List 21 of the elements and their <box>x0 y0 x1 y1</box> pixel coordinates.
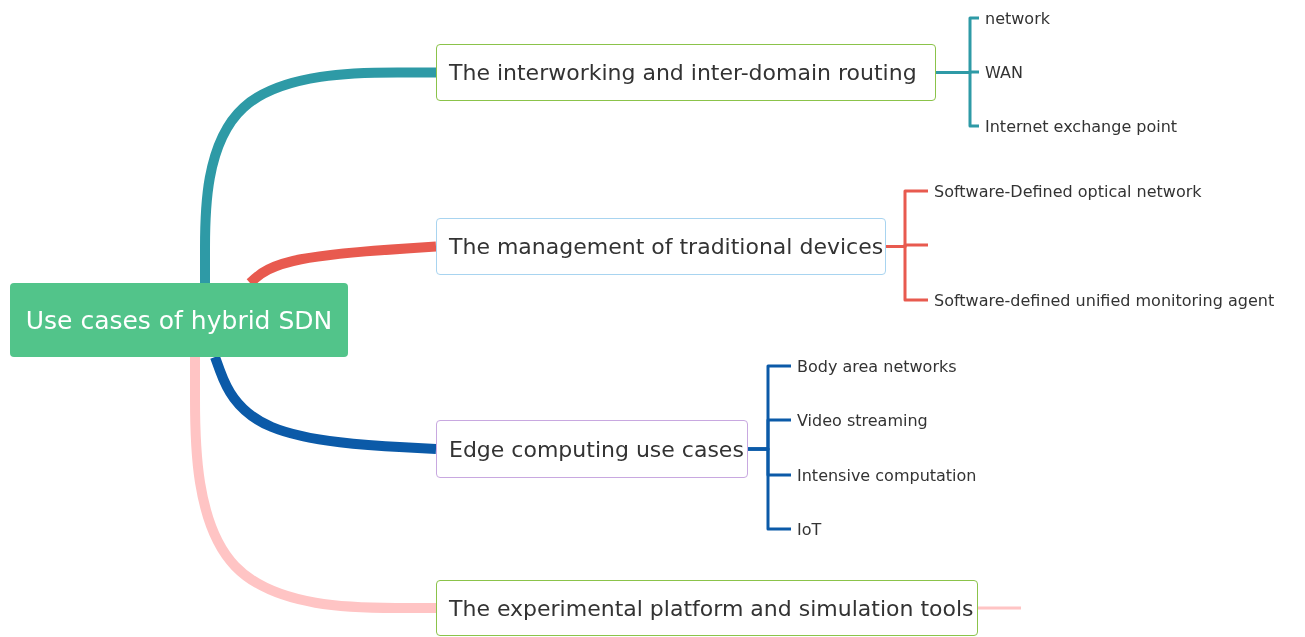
connector-line <box>886 245 928 302</box>
connector-line <box>978 606 1021 610</box>
leaf-label: IoT <box>797 517 897 541</box>
leaf-label: Software-defined unified monitoring agent <box>934 288 1299 312</box>
topic-box: The interworking and inter-domain routing <box>436 44 936 101</box>
leaf-label: Body area networks <box>797 354 997 378</box>
leaf-label: Video streaming <box>797 408 997 432</box>
leaf-label: Software-Defined optical network <box>934 179 1224 203</box>
leaf-label: WAN <box>985 60 1185 84</box>
root-box: Use cases of hybrid SDN <box>10 283 348 357</box>
topic-box: Edge computing use cases <box>436 420 748 478</box>
branch-connector <box>190 357 436 613</box>
branch-connector <box>210 355 437 454</box>
branch-connector <box>200 67 436 283</box>
topic-box: The management of traditional devices <box>436 218 886 275</box>
topic-box: The experimental platform and simulation tools <box>436 580 978 636</box>
connector-line <box>936 71 979 128</box>
connector-line <box>748 447 791 531</box>
leaf-label: Intensive computation <box>797 463 997 487</box>
leaf-label: network <box>985 6 1185 30</box>
leaf-label: Internet exchange point <box>985 114 1195 138</box>
